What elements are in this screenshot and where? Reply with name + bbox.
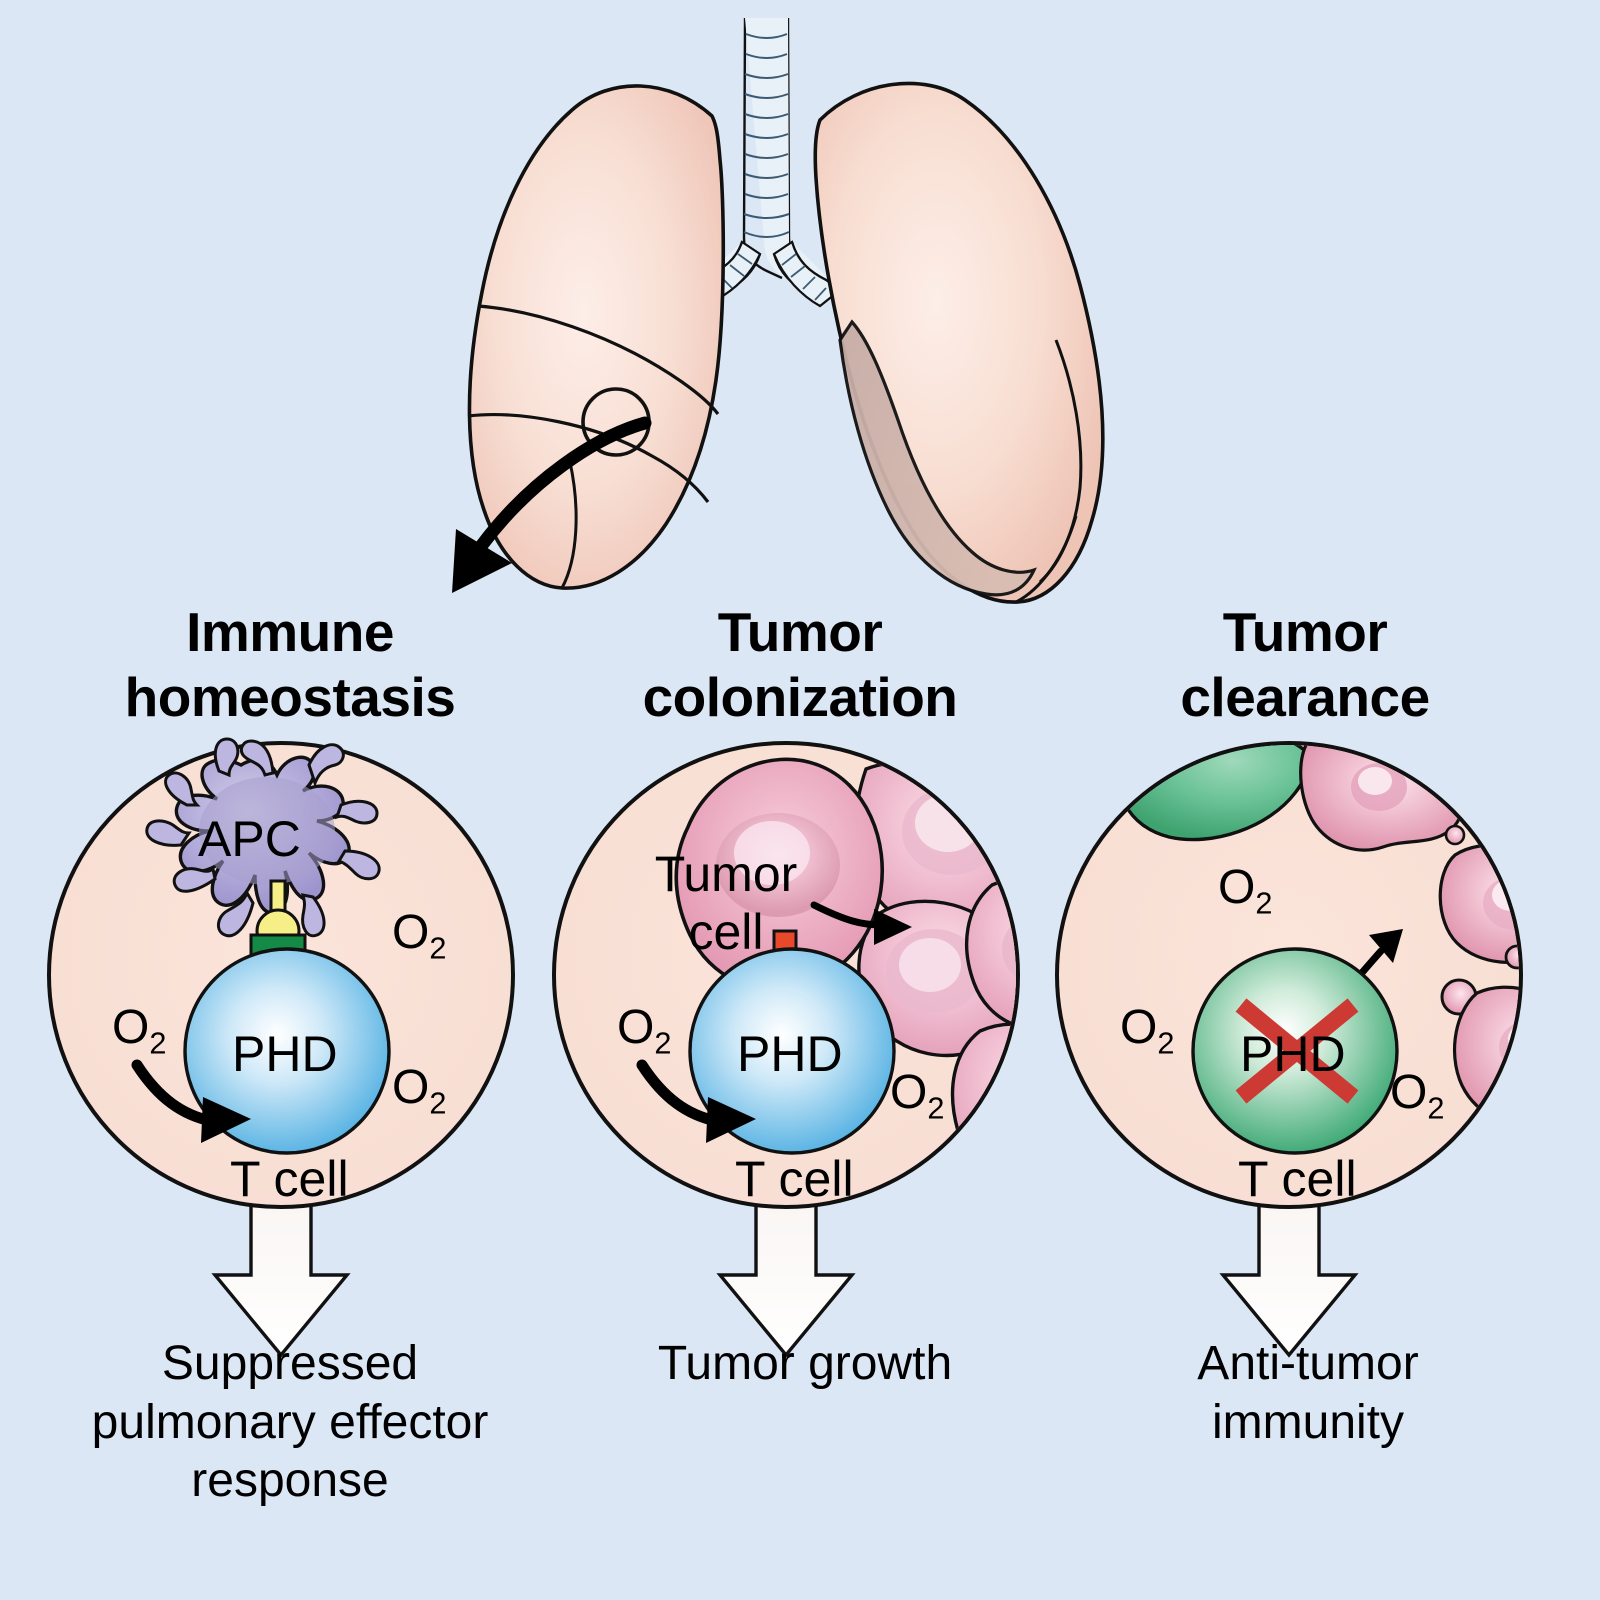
outcome-line2: pulmonary effector — [91, 1395, 489, 1449]
panel-title-line1: Tumor — [717, 601, 883, 663]
panel-tumor-colonization-graphic — [552, 741, 1020, 1358]
o2-label-panel3-b: O2 — [1120, 1001, 1175, 1061]
outcome-line1: Anti-tumor — [1197, 1337, 1419, 1390]
outcome-line2: immunity — [1211, 1395, 1405, 1449]
panel-title-line2: clearance — [1180, 665, 1430, 728]
panel-tumor-clearance-graphic — [1055, 741, 1523, 1358]
o2-label-panel3-c: O2 — [1390, 1066, 1445, 1126]
tumor-cell-label-line2: cell — [688, 904, 764, 960]
phd-inactivation-cross-icon — [1235, 998, 1359, 1104]
phd-label-panel2: PHD — [737, 1026, 843, 1082]
o2-label-panel1-b: O2 — [112, 1001, 167, 1061]
outcome-line1: Suppressed — [161, 1337, 419, 1390]
tumor-cell-label: Tumor cell — [626, 845, 826, 961]
panel-title-line1: Tumor — [1222, 601, 1388, 663]
tumor-proliferation-arrow-icon — [810, 901, 912, 945]
apc-cell-label: APC — [198, 811, 301, 867]
lung-right-shape — [813, 81, 1105, 604]
phd-nucleus — [183, 947, 391, 1155]
panel-title-line1: Immune — [186, 601, 394, 663]
panel-immune-homeostasis-graphic — [47, 737, 515, 1358]
lung-to-panel-arrow-icon — [452, 416, 652, 593]
o2-uptake-arrow-icon — [636, 1059, 756, 1143]
outcome-line3: response — [191, 1454, 389, 1508]
lungs-illustration — [467, 17, 1105, 604]
panel-title-tumor-clearance: Tumor clearance — [1070, 600, 1540, 730]
phd-label-panel3: PHD — [1240, 1026, 1346, 1082]
o2-label-panel2-b: O2 — [890, 1066, 945, 1126]
o2-label-panel3-a: O2 — [1218, 861, 1273, 921]
outcome-tumor-colonization: Tumor growth — [560, 1335, 1050, 1394]
trachea-icon — [694, 17, 842, 308]
panel-title-line2: colonization — [642, 665, 958, 728]
o2-uptake-arrow-icon — [131, 1059, 251, 1143]
t-cell-label-panel3: T cell — [1238, 1151, 1357, 1207]
panel-title-line2: homeostasis — [124, 665, 456, 728]
t-cell-label-panel1: T cell — [230, 1151, 349, 1207]
o2-label-panel2-a: O2 — [617, 1001, 672, 1061]
phd-label-panel1: PHD — [232, 1026, 338, 1082]
tumor-cell-label-line1: Tumor — [654, 846, 798, 902]
outcome-immune-homeostasis: Suppressed pulmonary effector response — [45, 1335, 535, 1511]
panel-title-immune-homeostasis: Immune homeostasis — [55, 600, 525, 730]
panel-title-tumor-colonization: Tumor colonization — [565, 600, 1035, 730]
tumor-cell — [674, 757, 885, 993]
phd-nucleus — [688, 947, 896, 1155]
o2-label-panel1-a: O2 — [392, 906, 447, 966]
apc-cell — [145, 737, 381, 938]
outcome-tumor-clearance: Anti-tumor immunity — [1063, 1335, 1553, 1452]
t-cell-label-panel2: T cell — [735, 1151, 854, 1207]
o2-label-panel1-c: O2 — [392, 1061, 447, 1121]
outcome-line1: Tumor growth — [657, 1337, 953, 1390]
